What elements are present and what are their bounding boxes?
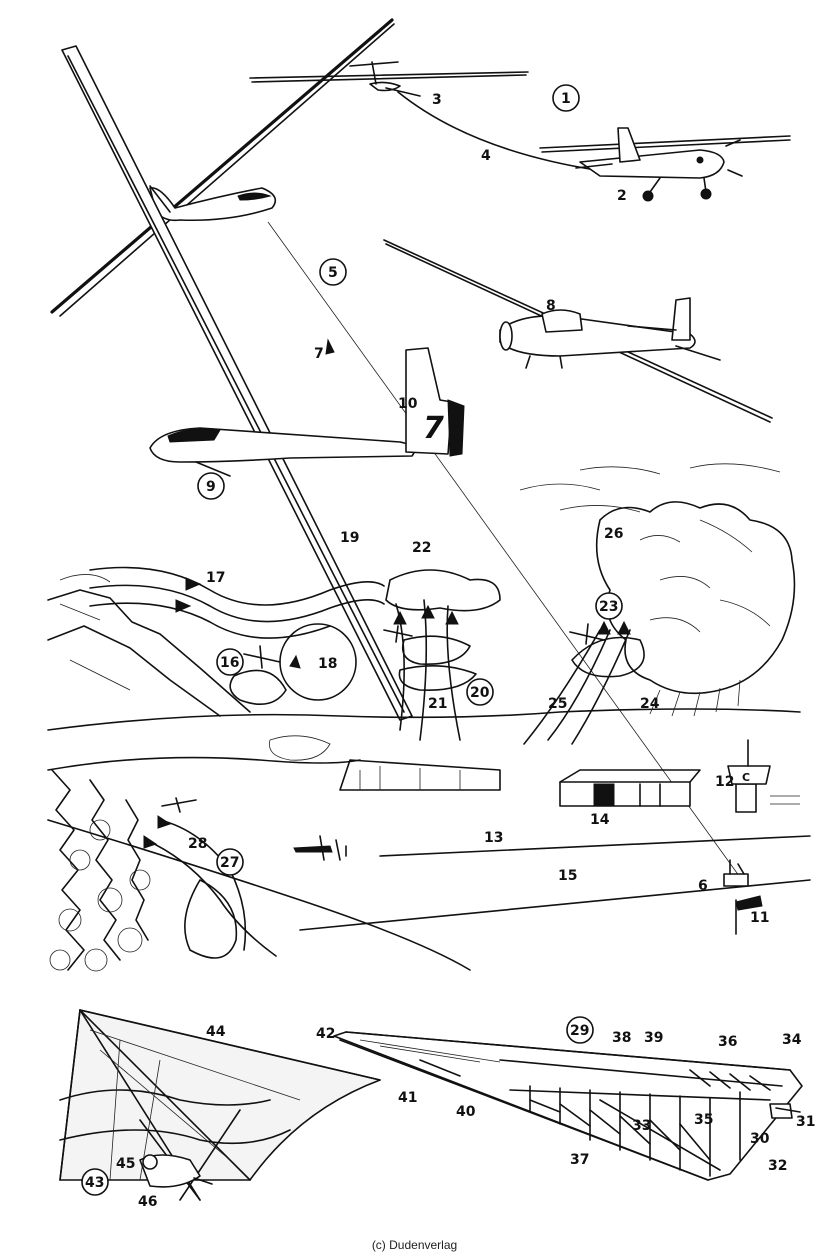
label-40: 40 [456,1104,476,1120]
label-32: 32 [768,1158,787,1174]
launched-glider-wing-edge [59,23,395,317]
motor-glider [383,239,773,423]
landscape-scene: C [47,463,811,972]
label-9: 9 [206,479,216,495]
tower-sign: C [742,771,750,784]
label-42: 42 [316,1026,335,1042]
label-20: 20 [470,685,490,701]
label-35: 35 [694,1112,713,1128]
label-14: 14 [590,812,610,828]
label-12: 12 [715,774,734,790]
label-45: 45 [116,1156,135,1172]
label-38: 38 [612,1030,631,1046]
label-26: 26 [604,526,623,542]
label-8: 8 [546,298,556,314]
label-5: 5 [328,265,338,281]
label-21: 21 [428,696,447,712]
label-13: 13 [484,830,503,846]
label-27: 27 [220,855,239,871]
label-41: 41 [398,1090,417,1106]
label-1: 1 [561,91,571,107]
label-6: 6 [698,878,708,894]
label-29: 29 [570,1023,589,1039]
wing-structure [333,1031,803,1181]
copyright-notice: (c) Dudenverlag [371,1238,458,1252]
label-7: 7 [314,346,324,362]
label-44: 44 [206,1024,226,1040]
label-34: 34 [782,1032,802,1048]
label-15: 15 [558,868,577,884]
hang-glider [59,1009,381,1201]
launched-glider-wing [50,18,394,314]
winch-launch-scene [50,18,743,881]
label-43: 43 [85,1175,104,1191]
label-24: 24 [640,696,660,712]
tow-rope [397,91,597,171]
label-30: 30 [750,1131,770,1147]
label-10: 10 [398,396,418,412]
label-4: 4 [481,148,491,164]
label-46: 46 [138,1194,157,1210]
label-11: 11 [750,910,769,926]
tow-plane [539,127,791,202]
label-3: 3 [432,92,442,108]
reference-numbers: 1 2 3 4 5 6 7 8 9 10 11 12 13 14 15 16 1… [81,84,815,1210]
label-19: 19 [340,530,359,546]
label-37: 37 [570,1152,589,1168]
label-33: 33 [632,1118,651,1134]
label-23: 23 [599,599,618,615]
label-16: 16 [220,655,239,671]
label-31: 31 [796,1114,815,1130]
glider-tail-number: 7 [423,411,444,446]
aerotow-scene [249,61,791,202]
label-2: 2 [617,188,627,204]
label-28: 28 [188,836,207,852]
label-17: 17 [206,570,225,586]
label-25: 25 [548,696,567,712]
main-glider: 7 [61,45,465,721]
label-22: 22 [412,540,431,556]
label-39: 39 [644,1030,663,1046]
forest [49,769,151,972]
label-18: 18 [318,656,337,672]
label-36: 36 [718,1034,737,1050]
towed-glider [249,61,529,97]
